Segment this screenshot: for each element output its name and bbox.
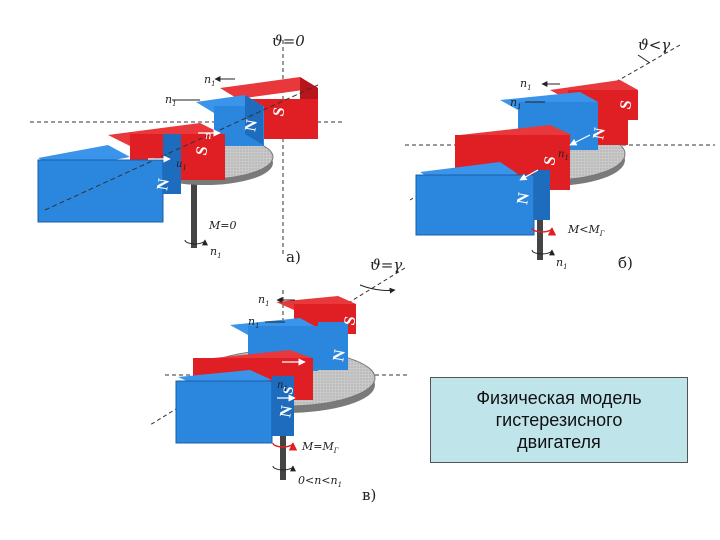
svg-text:u1: u1	[176, 159, 187, 172]
pole-label-bottom-s: S	[193, 145, 211, 157]
svg-text:S: S	[617, 99, 635, 111]
svg-text:n1: n1	[520, 77, 532, 92]
svg-text:n1: n1	[258, 293, 270, 308]
svg-text:ϑ<γ: ϑ<γ	[638, 36, 670, 54]
svg-text:0<n<n1: 0<n<n1	[298, 474, 342, 489]
svg-text:n1: n1	[556, 256, 568, 271]
svg-text:S: S	[341, 315, 359, 327]
caption-box: Физическая модель гистерезисного двигате…	[430, 377, 688, 463]
angle-label: ϑ=0	[272, 32, 305, 50]
svg-text:N: N	[590, 126, 609, 141]
svg-text:n1: n1	[165, 93, 177, 108]
svg-text:n1: n1	[248, 315, 260, 330]
caption-text: Физическая модель гистерезисного двигате…	[476, 388, 642, 452]
svg-text:N: N	[514, 191, 533, 206]
panel-a: S N S N n1 n1 n u1 ϑ=0 M=0 n1 а)	[30, 32, 345, 266]
pole-label-bottom-n: N	[154, 177, 173, 192]
magnet-axis-line	[44, 84, 319, 211]
panel-label: а)	[286, 248, 301, 266]
shaft	[191, 178, 197, 248]
panel-b: S N S N n1 n1 n1 ϑ<γ M<MГ n1 б)	[405, 36, 715, 272]
svg-text:n1: n1	[204, 73, 216, 88]
svg-text:S: S	[281, 385, 297, 395]
svg-text:n1: n1	[558, 149, 569, 162]
pole-label-top-s: S	[270, 106, 288, 118]
torque-label: M=0	[208, 219, 236, 232]
magnet-bottom-blue	[37, 159, 164, 223]
pole-label-top-n: N	[242, 118, 261, 133]
speed-label: n1	[210, 245, 222, 260]
panel-c: S N S N n1 n1 n1 ϑ=γ M=MГ 0<n<n1 в)	[149, 256, 410, 504]
svg-text:б): б)	[618, 254, 633, 272]
svg-text:N: N	[277, 404, 296, 419]
svg-text:M<MГ: M<MГ	[567, 223, 605, 238]
magnet-top-red	[220, 77, 318, 99]
svg-text:n: n	[205, 131, 211, 142]
svg-text:N: N	[330, 348, 349, 363]
svg-text:S: S	[541, 155, 559, 167]
svg-text:n1: n1	[277, 380, 288, 393]
svg-text:n1: n1	[510, 96, 522, 111]
svg-text:в): в)	[362, 486, 376, 504]
svg-text:ϑ=γ: ϑ=γ	[370, 256, 402, 274]
svg-text:M=MГ: M=MГ	[301, 440, 339, 455]
